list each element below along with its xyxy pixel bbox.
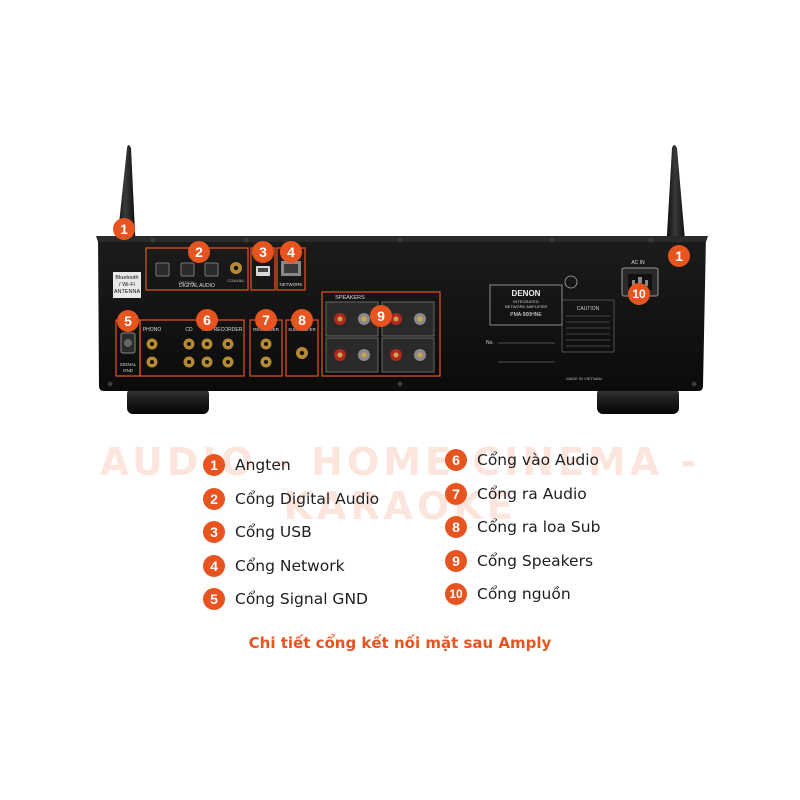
svg-text:OPTICAL: OPTICAL bbox=[178, 280, 196, 285]
svg-text:CD: CD bbox=[185, 327, 193, 333]
marker-usb: 3 bbox=[252, 241, 274, 263]
legend-item: 4 Cổng Network bbox=[203, 553, 345, 579]
legend-number: 1 bbox=[203, 454, 225, 476]
legend-number: 10 bbox=[445, 583, 467, 605]
legend-item: 10 Cổng nguồn bbox=[445, 581, 571, 607]
legend-item: 8 Cổng ra loa Sub bbox=[445, 514, 600, 540]
marker-speakers: 9 bbox=[370, 305, 392, 327]
legend-item: 1 Angten bbox=[203, 452, 291, 478]
marker-subwoofer: 8 bbox=[291, 309, 313, 331]
legend-item: 6 Cổng vào Audio bbox=[445, 447, 599, 473]
marker-antenna-right: 1 bbox=[668, 245, 690, 267]
legend-number: 3 bbox=[203, 521, 225, 543]
marker-network: 4 bbox=[280, 241, 302, 263]
foot-left bbox=[127, 388, 209, 414]
foot-right bbox=[597, 388, 679, 414]
legend-label: Cổng vào Audio bbox=[477, 451, 600, 469]
legend-number: 9 bbox=[445, 550, 467, 572]
legend-number: 6 bbox=[445, 449, 467, 471]
svg-text:NETWORK AMPLIFIER: NETWORK AMPLIFIER bbox=[505, 304, 548, 309]
legend-number: 2 bbox=[203, 488, 225, 510]
legend-label: Cổng nguồn bbox=[477, 585, 571, 603]
legend-item: 5 Cổng Signal GND bbox=[203, 586, 368, 612]
svg-text:ANTENNA: ANTENNA bbox=[114, 289, 141, 295]
legend-label: Cổng ra Audio bbox=[477, 485, 587, 503]
legend-item: 2 Cổng Digital Audio bbox=[203, 486, 379, 512]
svg-text:SIGNAL: SIGNAL bbox=[120, 362, 137, 367]
marker-audio-input: 6 bbox=[196, 309, 218, 331]
watermark-tagline: AUDIO - HOME CINEMA - KARAOKE bbox=[99, 440, 701, 528]
svg-text:AC IN: AC IN bbox=[631, 260, 645, 266]
marker-digital-audio: 2 bbox=[188, 241, 210, 263]
svg-text:No.: No. bbox=[486, 340, 494, 346]
svg-text:Bluetooth: Bluetooth bbox=[115, 275, 138, 281]
marker-signal-gnd: 5 bbox=[117, 310, 139, 332]
svg-text:MADE IN VIETNAM: MADE IN VIETNAM bbox=[566, 376, 602, 381]
svg-text:CAUTION: CAUTION bbox=[577, 306, 600, 312]
svg-text:NETWORK: NETWORK bbox=[280, 282, 303, 287]
audio-input-jacks: PHONO CD AUX RECORDER bbox=[139, 319, 245, 377]
marker-audio-output: 7 bbox=[255, 309, 277, 331]
marker-antenna-left: 1 bbox=[113, 218, 135, 240]
legend-item: 9 Cổng Speakers bbox=[445, 548, 593, 574]
legend-label: Angten bbox=[235, 456, 291, 474]
legend-label: Cổng Signal GND bbox=[235, 590, 368, 608]
svg-text:PMA-900HNE: PMA-900HNE bbox=[510, 312, 542, 318]
digital-audio-ports: DIGITAL AUDIO OPTICAL COAXIAL bbox=[145, 247, 249, 291]
svg-text:GND: GND bbox=[123, 368, 134, 373]
marker-ac-power: 10 bbox=[628, 283, 650, 305]
legend-number: 7 bbox=[445, 483, 467, 505]
antenna-label-plate: Bluetooth / Wi-Fi ANTENNA bbox=[113, 272, 141, 298]
legend-label: Cổng Digital Audio bbox=[235, 490, 380, 508]
legend-label: Cổng Network bbox=[235, 557, 345, 575]
legend-number: 4 bbox=[203, 555, 225, 577]
legend-item: 3 Cổng USB bbox=[203, 519, 312, 545]
caption: Chi tiết cổng kết nối mặt sau Amply bbox=[248, 634, 552, 652]
legend-label: Cổng USB bbox=[235, 523, 312, 541]
svg-text:DIGITAL AUDIO: DIGITAL AUDIO bbox=[179, 283, 215, 289]
svg-text:SPEAKERS: SPEAKERS bbox=[335, 295, 365, 301]
legend-item: 7 Cổng ra Audio bbox=[445, 481, 587, 507]
svg-text:PHONO: PHONO bbox=[143, 327, 161, 333]
caution-label: CAUTION No. MADE IN VIETNAM bbox=[486, 299, 615, 381]
svg-text:INTEGRATED: INTEGRATED bbox=[513, 299, 539, 304]
legend-number: 5 bbox=[203, 588, 225, 610]
svg-text:DENON: DENON bbox=[512, 289, 541, 298]
legend-label: Cổng Speakers bbox=[477, 552, 594, 570]
antenna-right bbox=[664, 145, 690, 252]
legend-label: Cổng ra loa Sub bbox=[477, 518, 601, 536]
svg-text:RECORDER: RECORDER bbox=[214, 327, 243, 333]
speaker-terminals: SPEAKERS bbox=[321, 291, 441, 377]
legend-number: 8 bbox=[445, 516, 467, 538]
svg-text:/ Wi-Fi: / Wi-Fi bbox=[119, 282, 135, 288]
svg-text:COAXIAL: COAXIAL bbox=[227, 278, 245, 283]
